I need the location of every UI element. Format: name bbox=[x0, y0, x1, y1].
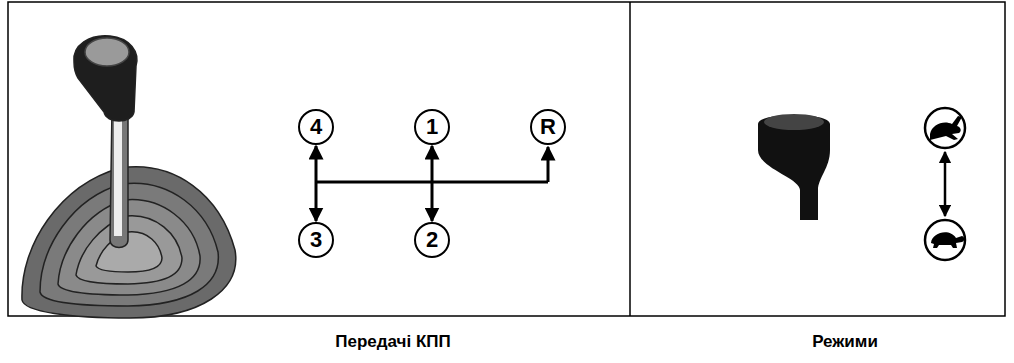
gear-number: R bbox=[540, 116, 556, 138]
shift-connector bbox=[431, 146, 434, 221]
mode-knob bbox=[758, 114, 830, 220]
shift-connector bbox=[315, 146, 318, 221]
gear-circle: 2 bbox=[414, 222, 450, 258]
gear-circle: 1 bbox=[414, 109, 450, 145]
gear-number: 4 bbox=[310, 116, 322, 138]
gear-circle: 3 bbox=[298, 222, 334, 258]
gear-number: 1 bbox=[426, 116, 438, 138]
caption-label: Режими bbox=[812, 332, 878, 352]
gear-circle: R bbox=[530, 109, 566, 145]
caption-label: Передачі КПП bbox=[335, 332, 450, 352]
divider bbox=[629, 2, 631, 316]
gear-number: 3 bbox=[310, 229, 322, 251]
gear-lever bbox=[22, 36, 236, 318]
gear-number: 2 bbox=[426, 229, 438, 251]
frame bbox=[8, 2, 1005, 316]
gear-circle: 4 bbox=[298, 109, 334, 145]
mode-icons bbox=[925, 108, 965, 260]
